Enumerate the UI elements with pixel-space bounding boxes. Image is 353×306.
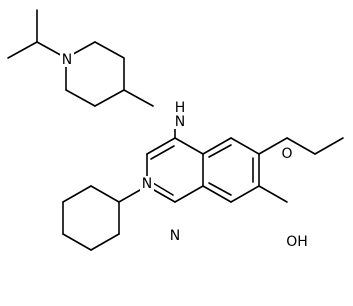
bond-c4q-n3-double (150, 145, 175, 160)
bond-c5-c6 (230, 137, 260, 155)
bond-o-ch3 (286, 137, 316, 155)
bond-cy4-cy5 (62, 233, 92, 251)
bond-c8-c8a (202, 185, 232, 203)
bond-c7-c8 (230, 185, 260, 203)
bond-c4a-c5 (202, 137, 232, 155)
bond-c7-oh (258, 185, 288, 203)
bond-isopropyl-methyl-1 (7, 41, 38, 59)
atom-n1-quinazoline: N (170, 228, 180, 244)
bond-pip-c5-c6 (65, 89, 96, 107)
bond-c4q-c4a (174, 137, 204, 155)
bond-pip-c4-nh (123, 89, 154, 107)
atom-o-methoxy: O (281, 146, 292, 162)
bond-c6-o (258, 137, 288, 155)
bond-pip-c2-c3 (94, 41, 125, 59)
bond-ch3-end (314, 137, 344, 155)
bond-cy2-cy3 (62, 185, 92, 203)
bond-n1-c8a (174, 185, 204, 203)
bond-cy1-cy2 (90, 185, 120, 203)
bond-c2-n1-double (152, 182, 174, 196)
atom-nh-hydrogen: H (175, 100, 186, 116)
atom-n-piperidine: N (62, 52, 72, 68)
atom-hydroxyl: OH (286, 234, 308, 250)
bond-c4a-c5-double (208, 144, 232, 158)
atom-nh-linker: N (175, 114, 185, 130)
bond-cy5-cy6 (90, 233, 120, 251)
bond-c4q-n3 (146, 137, 176, 155)
bond-c8-c8a-double (208, 182, 232, 196)
bond-pip-c4-c5 (94, 89, 125, 107)
atom-n3-quinazoline: N (142, 176, 152, 192)
